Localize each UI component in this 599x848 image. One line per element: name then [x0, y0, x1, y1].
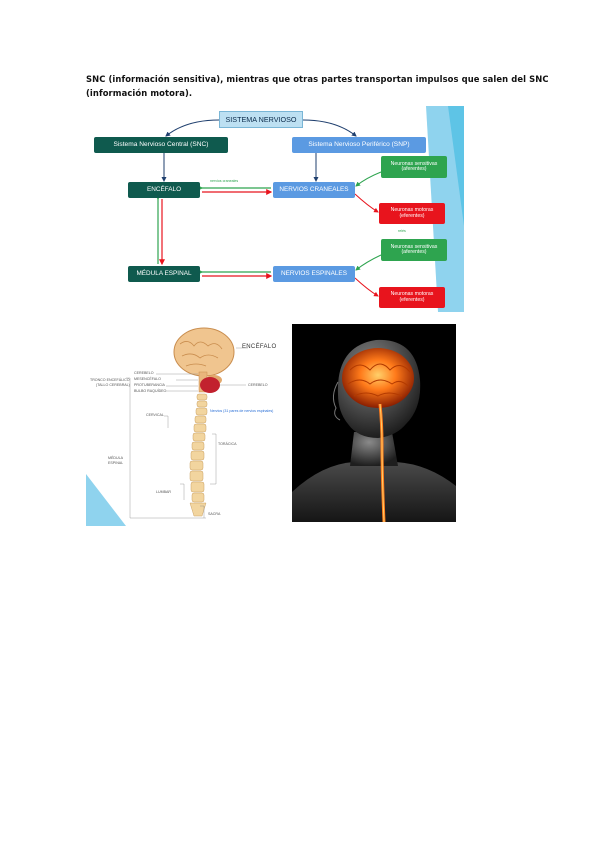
node-sensitivas-2: Neuronas sensitivas (aferentes): [381, 239, 447, 261]
node-nervios-craneales: NERVIOS CRANEALES: [273, 182, 355, 198]
note-nervios-craneales: nervios craneales: [210, 179, 239, 183]
accent-corner: [86, 474, 126, 526]
node-sistema-nervioso: SISTEMA NERVIOSO: [219, 111, 303, 128]
note-reles: relés: [398, 229, 406, 233]
label-sacra: SACRA: [208, 512, 221, 516]
node-snc: Sistema Nervioso Central (SNC): [94, 137, 228, 153]
intro-paragraph: SNC (información sensitiva), mientras qu…: [86, 72, 549, 100]
head-silhouette: [292, 339, 456, 522]
accent-shape-dark: [448, 106, 464, 226]
nervous-system-diagram: SISTEMA NERVIOSO Sistema Nervioso Centra…: [86, 106, 464, 312]
node-motoras-1: Neuronas motoras (eferentes): [379, 203, 445, 224]
label-cerebelo: CEREBELO: [248, 383, 268, 387]
node-snp: Sistema Nervioso Periférico (SNP): [292, 137, 426, 153]
label-nervios-note: Nervios (31 pares de nervios espinales): [210, 409, 274, 413]
label-mid-3: PROTUBERANCIA: [134, 383, 165, 387]
paragraph-line-2: (información motora).: [86, 88, 193, 98]
label-tronco-1: TRONCO ENCEFÁLICO: [90, 378, 130, 382]
paragraph-line-1: SNC (información sensitiva), mientras qu…: [86, 74, 549, 84]
node-nervios-espinales: NERVIOS ESPINALES: [273, 266, 355, 282]
label-medula-1: MÉDULA: [108, 456, 123, 460]
label-encefalo: ENCÉFALO: [242, 344, 277, 350]
brain-spine-illustration: [86, 327, 248, 526]
label-mid-1: CEREBELO: [134, 371, 154, 375]
node-sensitivas-1: Neuronas sensitivas (aferentes): [381, 156, 447, 178]
label-medula-2: ESPINAL: [108, 461, 124, 465]
label-cervical: CERVICAL: [146, 413, 164, 417]
node-encefalo: ENCÉFALO: [128, 182, 200, 198]
label-toracica: TORÁCICA: [218, 442, 237, 446]
brain-render-photo: [292, 324, 456, 522]
node-motoras-2: Neuronas motoras (eferentes): [379, 287, 445, 308]
label-mid-4: BULBO RAQUÍDEO: [134, 389, 167, 393]
label-mid-2: MESENCÉFALO: [134, 377, 161, 381]
label-lumbar: LUMBAR: [156, 490, 171, 494]
label-tronco-2: (TALLO CEREBRAL): [96, 383, 130, 387]
node-medula-espinal: MÉDULA ESPINAL: [128, 266, 200, 282]
anatomy-illustration: ENCÉFALO TRONCO ENCEFÁLICO (TALLO CEREBR…: [86, 324, 286, 526]
